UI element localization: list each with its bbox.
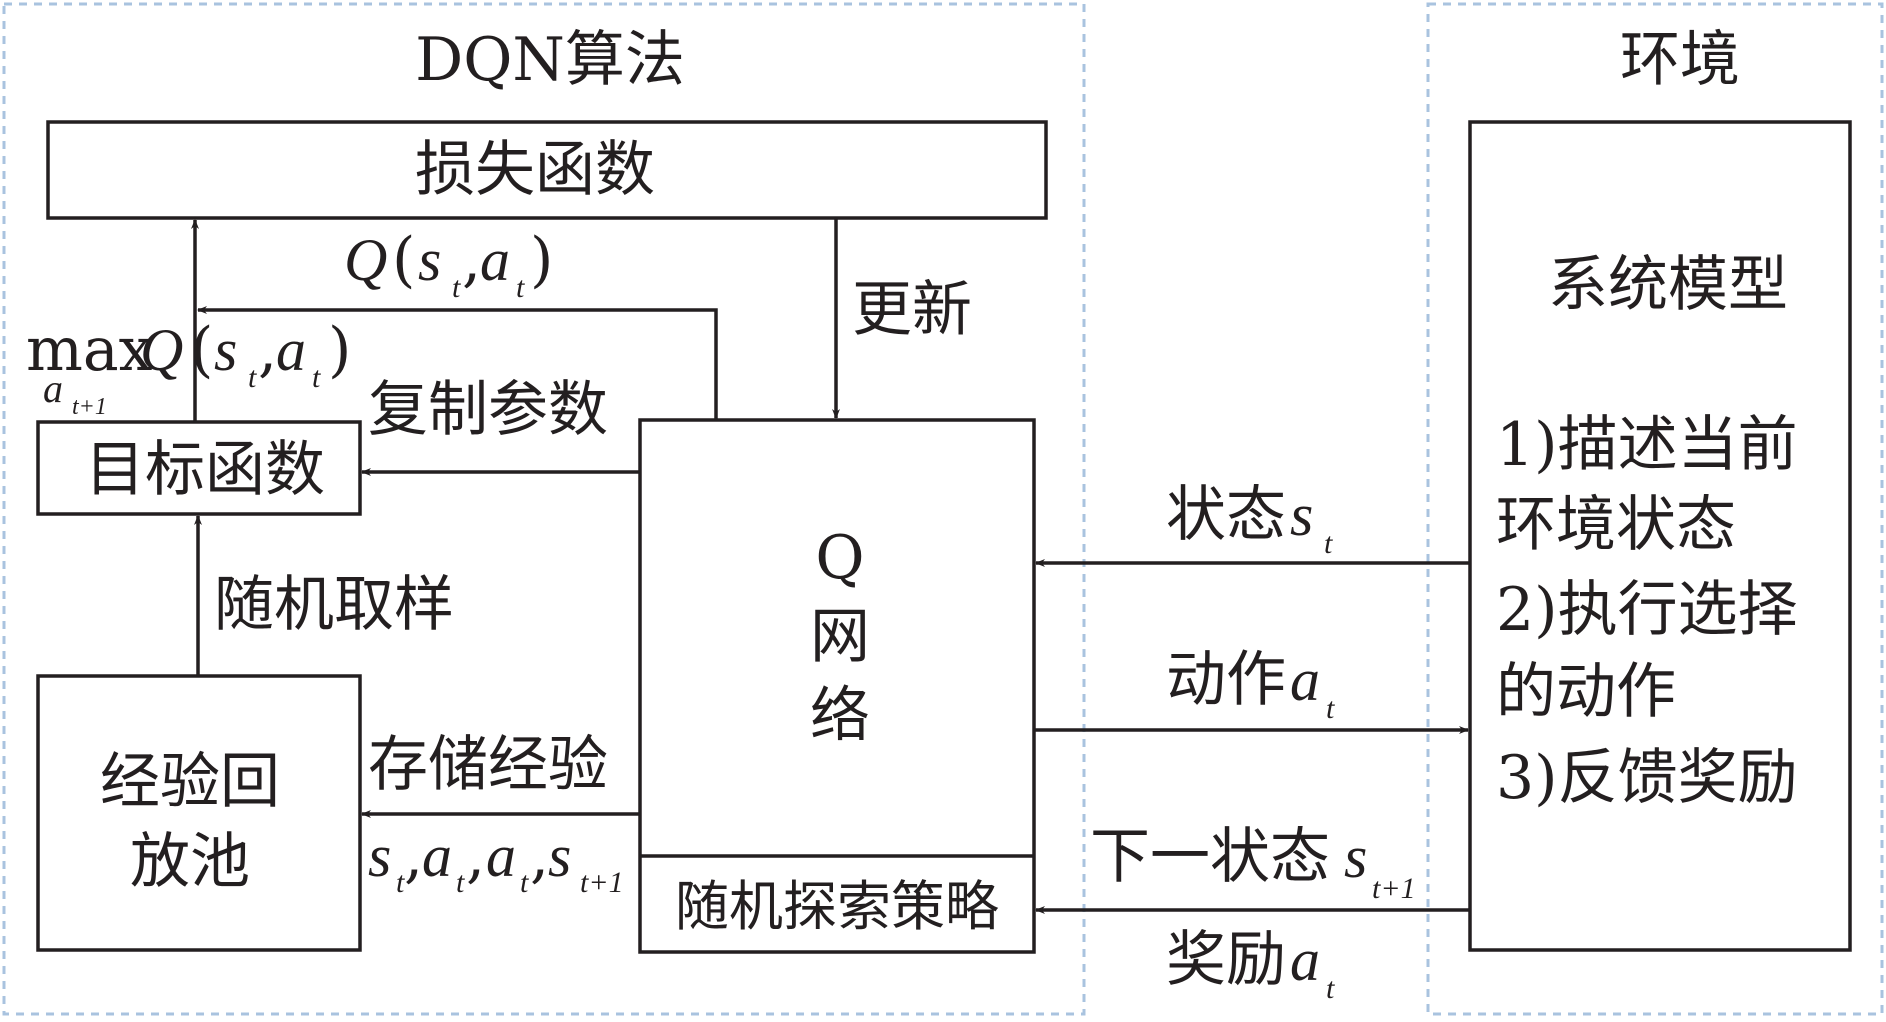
svg-text:动作: 动作 xyxy=(1166,645,1286,715)
q-network-label-line3: 络 xyxy=(810,681,870,751)
next-state-label: 下一状态 s t+1 xyxy=(1090,822,1416,905)
system-model-title: 系统模型 xyxy=(1548,250,1788,320)
q-network-label-q: Q xyxy=(815,523,864,593)
svg-text:,: , xyxy=(404,821,423,891)
replay-buffer-box: 经验回 放池 xyxy=(36,674,362,952)
store-experience-label: 存储经验 xyxy=(368,730,608,800)
max-q-label: max a t+1 Q ( s t , a t ) xyxy=(26,315,351,420)
state-label: 状态 s t xyxy=(1166,480,1333,560)
svg-text:t+1: t+1 xyxy=(580,866,624,899)
system-model-item-2: 环境状态 xyxy=(1496,490,1736,560)
target-function-label: 目标函数 xyxy=(85,435,325,505)
svg-text:a: a xyxy=(1290,647,1320,713)
svg-text:a: a xyxy=(276,317,306,383)
svg-text:下一状态: 下一状态 xyxy=(1090,822,1330,892)
q-network-box: Q 网 络 随机探索策略 xyxy=(638,418,1036,954)
svg-text:a: a xyxy=(422,823,452,889)
svg-text:Q: Q xyxy=(344,227,387,293)
random-sampling-label: 随机取样 xyxy=(214,570,454,640)
dqn-section-title: DQN算法 xyxy=(415,25,685,95)
svg-text:t: t xyxy=(456,866,465,899)
svg-text:t: t xyxy=(248,361,257,394)
q-value-label: Q ( s t , a t ) xyxy=(344,225,553,304)
svg-text:a: a xyxy=(480,227,510,293)
svg-text:t: t xyxy=(1326,972,1335,1005)
svg-text:s: s xyxy=(1290,482,1313,548)
reward-label: 奖励 a t xyxy=(1166,925,1335,1005)
svg-text:t+1: t+1 xyxy=(1372,872,1416,905)
svg-text:状态: 状态 xyxy=(1166,480,1286,550)
svg-text:s: s xyxy=(1344,824,1367,890)
svg-text:max: max xyxy=(26,315,153,385)
svg-text:): ) xyxy=(530,225,553,295)
environment-section-title: 环境 xyxy=(1620,25,1740,95)
loss-function-label: 损失函数 xyxy=(415,135,655,205)
q-network-label-line2: 网 xyxy=(810,602,870,672)
replay-buffer-label-line1: 经验回 xyxy=(100,747,280,817)
svg-text:s: s xyxy=(418,227,441,293)
svg-text:,: , xyxy=(530,821,549,891)
svg-text:s: s xyxy=(214,317,237,383)
svg-text:a: a xyxy=(43,366,63,411)
copy-params-label: 复制参数 xyxy=(368,375,608,445)
svg-text:): ) xyxy=(328,315,351,385)
svg-text:(: ( xyxy=(392,225,415,295)
experience-tuple-label: s t , a t , a t , s t+1 xyxy=(368,821,624,899)
svg-text:,: , xyxy=(466,821,485,891)
svg-text:奖励: 奖励 xyxy=(1166,925,1286,995)
system-model-box: 系统模型 1)描述当前 环境状态 2)执行选择 的动作 3)反馈奖励 xyxy=(1468,120,1852,952)
system-model-item-4: 的动作 xyxy=(1496,657,1676,727)
system-model-item-5: 3)反馈奖励 xyxy=(1496,743,1798,813)
svg-text:,: , xyxy=(258,315,277,385)
action-label: 动作 a t xyxy=(1166,645,1335,725)
svg-text:a: a xyxy=(486,823,516,889)
svg-text:s: s xyxy=(548,823,571,889)
system-model-item-1: 1)描述当前 xyxy=(1496,410,1798,480)
target-function-box: 目标函数 xyxy=(36,420,362,516)
svg-text:t: t xyxy=(516,271,525,304)
svg-text:a: a xyxy=(1290,927,1320,993)
svg-text:t: t xyxy=(312,361,321,394)
svg-text:t: t xyxy=(1324,527,1333,560)
update-label: 更新 xyxy=(852,275,972,345)
svg-text:t: t xyxy=(1326,692,1335,725)
dqn-panel-frame xyxy=(2,2,1086,1016)
svg-text:s: s xyxy=(368,823,391,889)
loss-function-box: 损失函数 xyxy=(46,120,1048,220)
svg-text:t: t xyxy=(396,866,405,899)
svg-text:Q: Q xyxy=(140,317,183,383)
environment-panel-frame xyxy=(1426,2,1884,1016)
system-model-item-3: 2)执行选择 xyxy=(1496,575,1798,645)
replay-buffer-label-line2: 放池 xyxy=(130,827,250,897)
arrow-qnet-to-target-q xyxy=(197,306,718,420)
svg-text:(: ( xyxy=(190,315,213,385)
exploration-policy-label: 随机探索策略 xyxy=(675,875,999,938)
svg-text:t: t xyxy=(452,271,461,304)
svg-text:t: t xyxy=(520,866,529,899)
svg-text:t+1: t+1 xyxy=(72,394,107,420)
svg-text:,: , xyxy=(462,225,481,295)
